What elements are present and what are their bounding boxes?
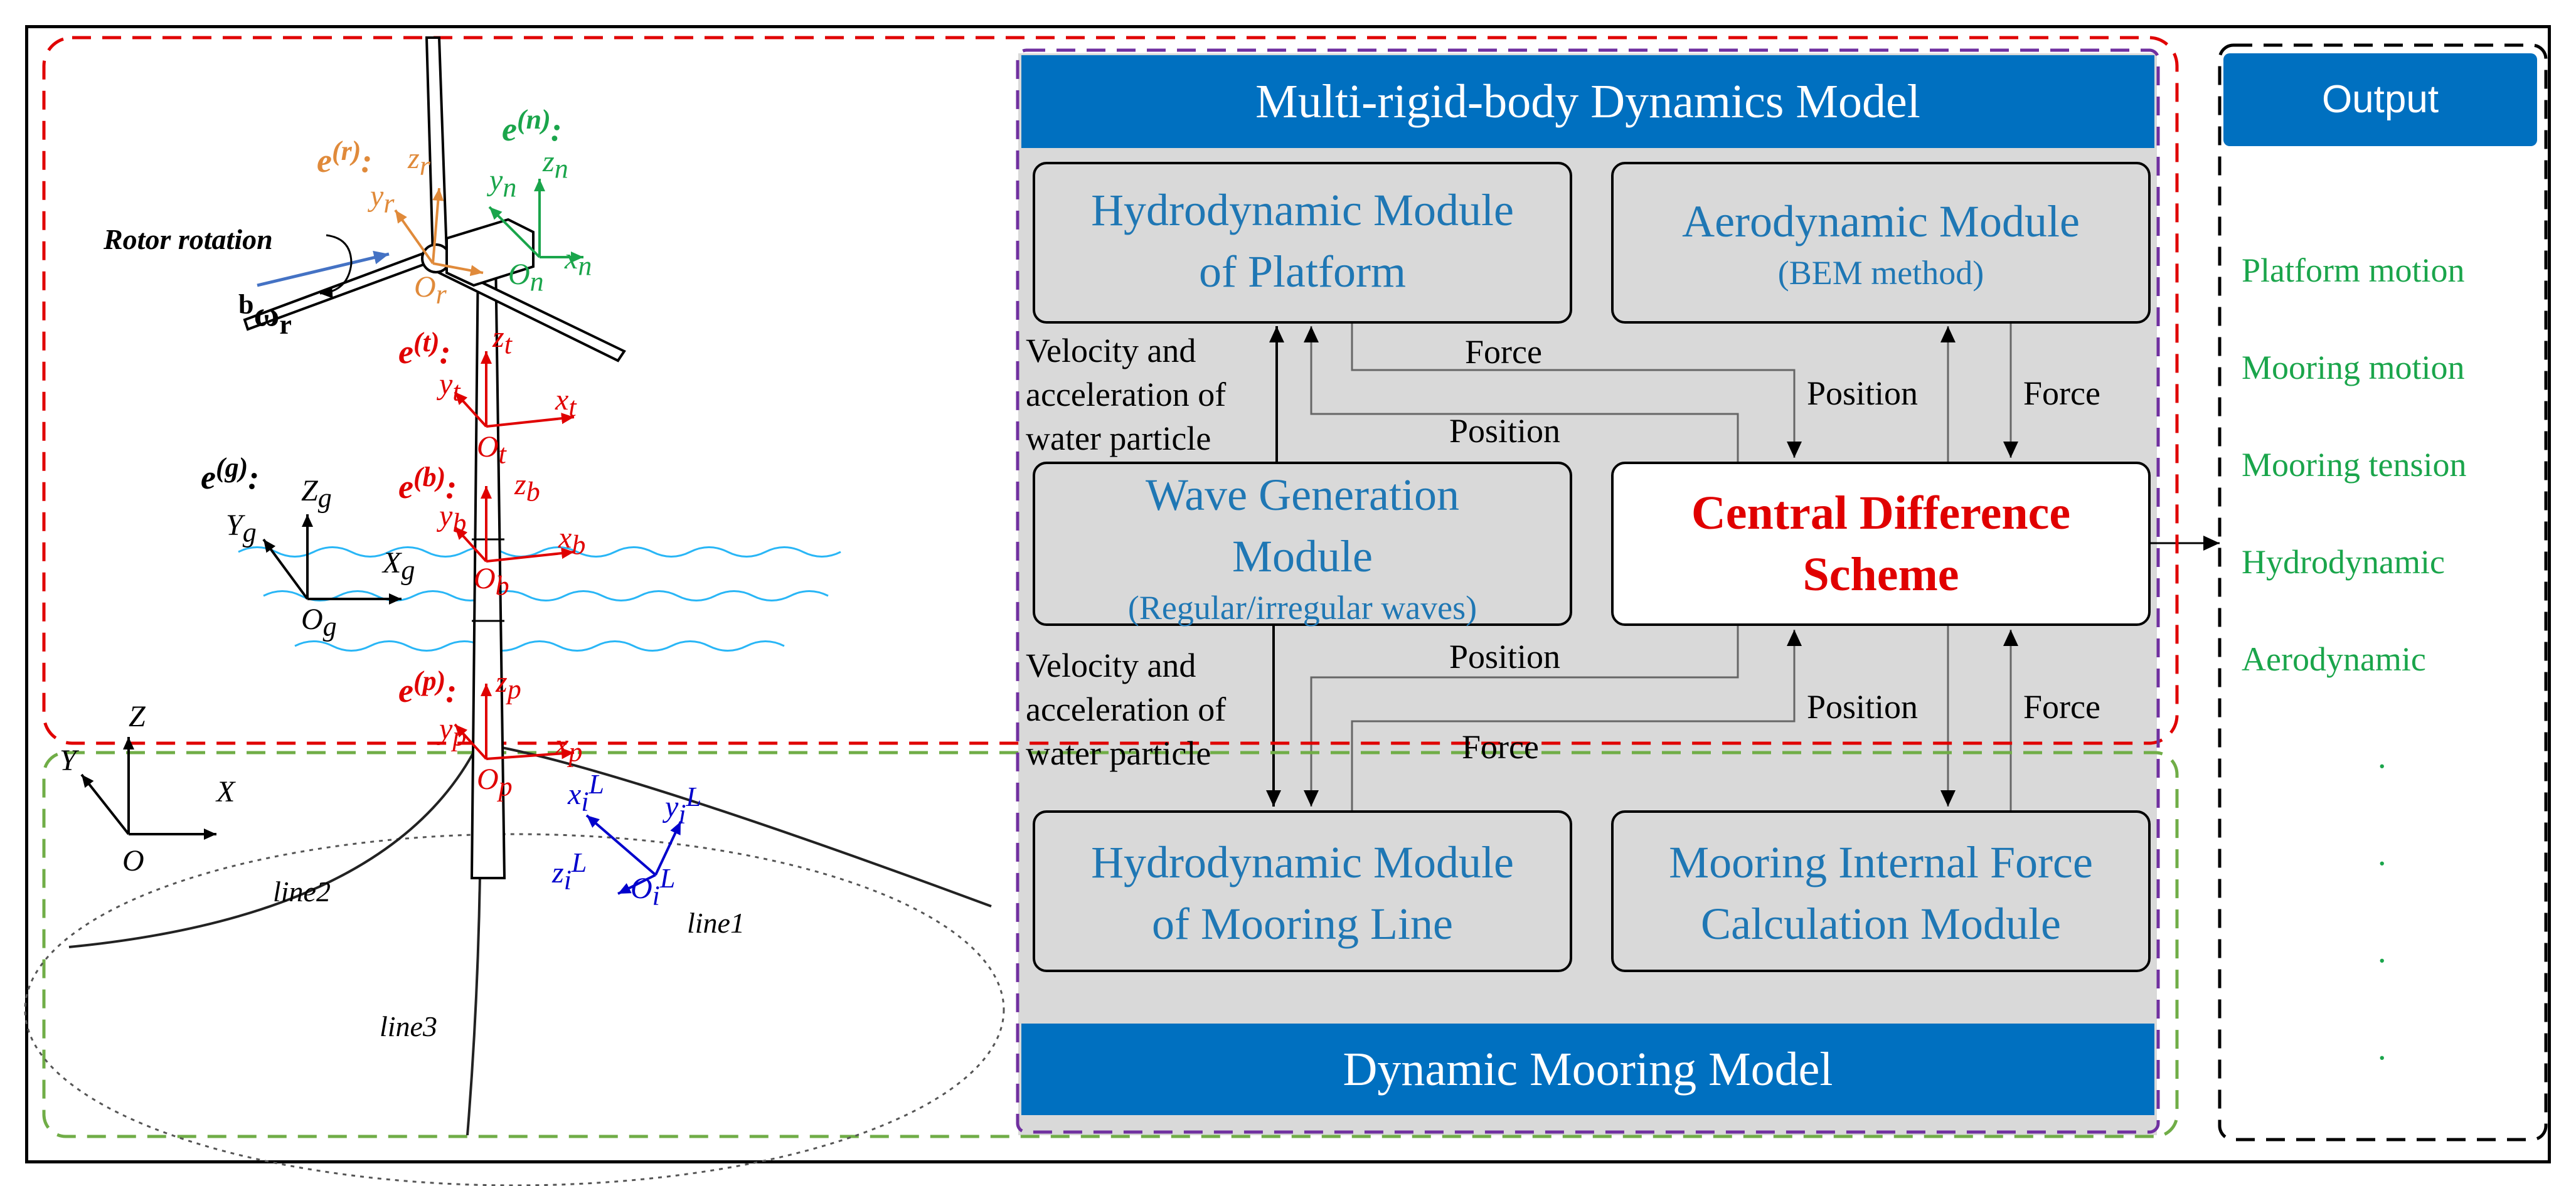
output-item-mooring-tension: Mooring tension [2242, 446, 2467, 484]
position-label-bottom-mid: Position [1449, 638, 1561, 675]
axis-xb: xb [558, 521, 586, 561]
axis-xg: Xg [383, 546, 415, 586]
output-ellipsis-4: . [2378, 1029, 2387, 1067]
hydrodynamic-platform-module: Hydrodynamic Module of Platform [1033, 162, 1572, 324]
output-item-aerodynamic: Aerodynamic [2242, 640, 2426, 678]
axis-zn: zn [543, 145, 568, 184]
axis-global-y: Y [60, 744, 77, 777]
output-item-hydrodynamic: Hydrodynamic [2242, 543, 2445, 581]
frame-n-label: e(n): [502, 104, 562, 148]
axis-global-x: X [216, 775, 235, 808]
velocity-label-top: Velocity and acceleration of water parti… [1026, 332, 1227, 457]
axis-yp: yp [439, 712, 467, 752]
axis-yt: yt [439, 368, 460, 407]
mooring-internal-force-module: Mooring Internal Force Calculation Modul… [1611, 810, 2151, 972]
aerodynamic-module: Aerodynamic Module (BEM method) [1611, 162, 2151, 324]
axis-on: On [508, 258, 544, 297]
axis-or: Or [414, 270, 447, 310]
axis-zt: zt [492, 320, 512, 360]
axis-xp: xp [555, 728, 583, 768]
frame-g-label: e(g): [201, 452, 260, 496]
axis-ob: Ob [474, 562, 509, 601]
axis-op: Op [477, 763, 513, 802]
frame-t-label: e(t): [398, 327, 451, 371]
frame-b-label: e(b): [398, 462, 457, 506]
axis-zg: Zg [301, 474, 332, 514]
axis-yr: yr [370, 179, 395, 219]
axis-xn: xn [565, 242, 592, 282]
position-label-mooring: Position [1807, 688, 1919, 726]
axis-xiL: xiL [568, 769, 605, 817]
mooring-line3-label: line3 [380, 1010, 437, 1042]
wave-generation-module: Wave Generation Module (Regular/irregula… [1033, 462, 1572, 627]
force-label-top: Force [1465, 333, 1542, 371]
hydrodynamic-mooring-module: Hydrodynamic Module of Mooring Line [1033, 810, 1572, 972]
force-label-aero: Force [2023, 374, 2100, 412]
rotor-rotation-label: Rotor rotation [104, 223, 273, 255]
position-label-top-mid: Position [1449, 412, 1561, 450]
wind-turbine-illustration [24, 36, 1005, 1186]
axis-ot: Ot [477, 430, 506, 470]
dynamic-mooring-model-bar: Dynamic Mooring Model [1021, 1024, 2154, 1115]
mooring-line1-label: line1 [687, 907, 745, 939]
axis-zb: zb [514, 468, 540, 507]
axis-yiL: yiL [665, 781, 702, 830]
axis-yn: yn [489, 164, 517, 203]
output-ellipsis-1: . [2378, 738, 2387, 775]
output-item-platform-motion: Platform motion [2242, 251, 2465, 289]
force-label-bottom: Force [1462, 728, 1539, 766]
axis-yg: Yg [226, 509, 257, 548]
frame-p-label: e(p): [398, 665, 457, 709]
axis-global-o: O [122, 844, 144, 877]
mooring-line2-label: line2 [273, 876, 331, 908]
output-ellipsis-3: . [2378, 932, 2387, 970]
frame-r-label: e(r): [317, 135, 373, 179]
output-title: Output [2223, 53, 2537, 146]
outer-frame [25, 25, 2551, 1163]
omega-label: bωr [238, 289, 292, 340]
multi-rigid-body-model-bar: Multi-rigid-body Dynamics Model [1021, 55, 2154, 148]
axis-global-z: Z [129, 700, 146, 733]
axis-yb: yb [439, 499, 467, 539]
axis-og: Og [301, 603, 337, 642]
output-ellipsis-2: . [2378, 835, 2387, 872]
axis-ziL: ziL [552, 847, 587, 896]
force-label-mooring: Force [2023, 688, 2100, 726]
output-item-mooring-motion: Mooring motion [2242, 349, 2465, 386]
axis-zr: zr [408, 142, 430, 181]
axis-zp: zp [496, 665, 521, 705]
axis-xt: xt [555, 383, 577, 423]
position-label-aero: Position [1807, 374, 1919, 412]
axis-oiL: OiL [631, 863, 676, 911]
velocity-label-bottom: Velocity and acceleration of water parti… [1026, 647, 1227, 772]
